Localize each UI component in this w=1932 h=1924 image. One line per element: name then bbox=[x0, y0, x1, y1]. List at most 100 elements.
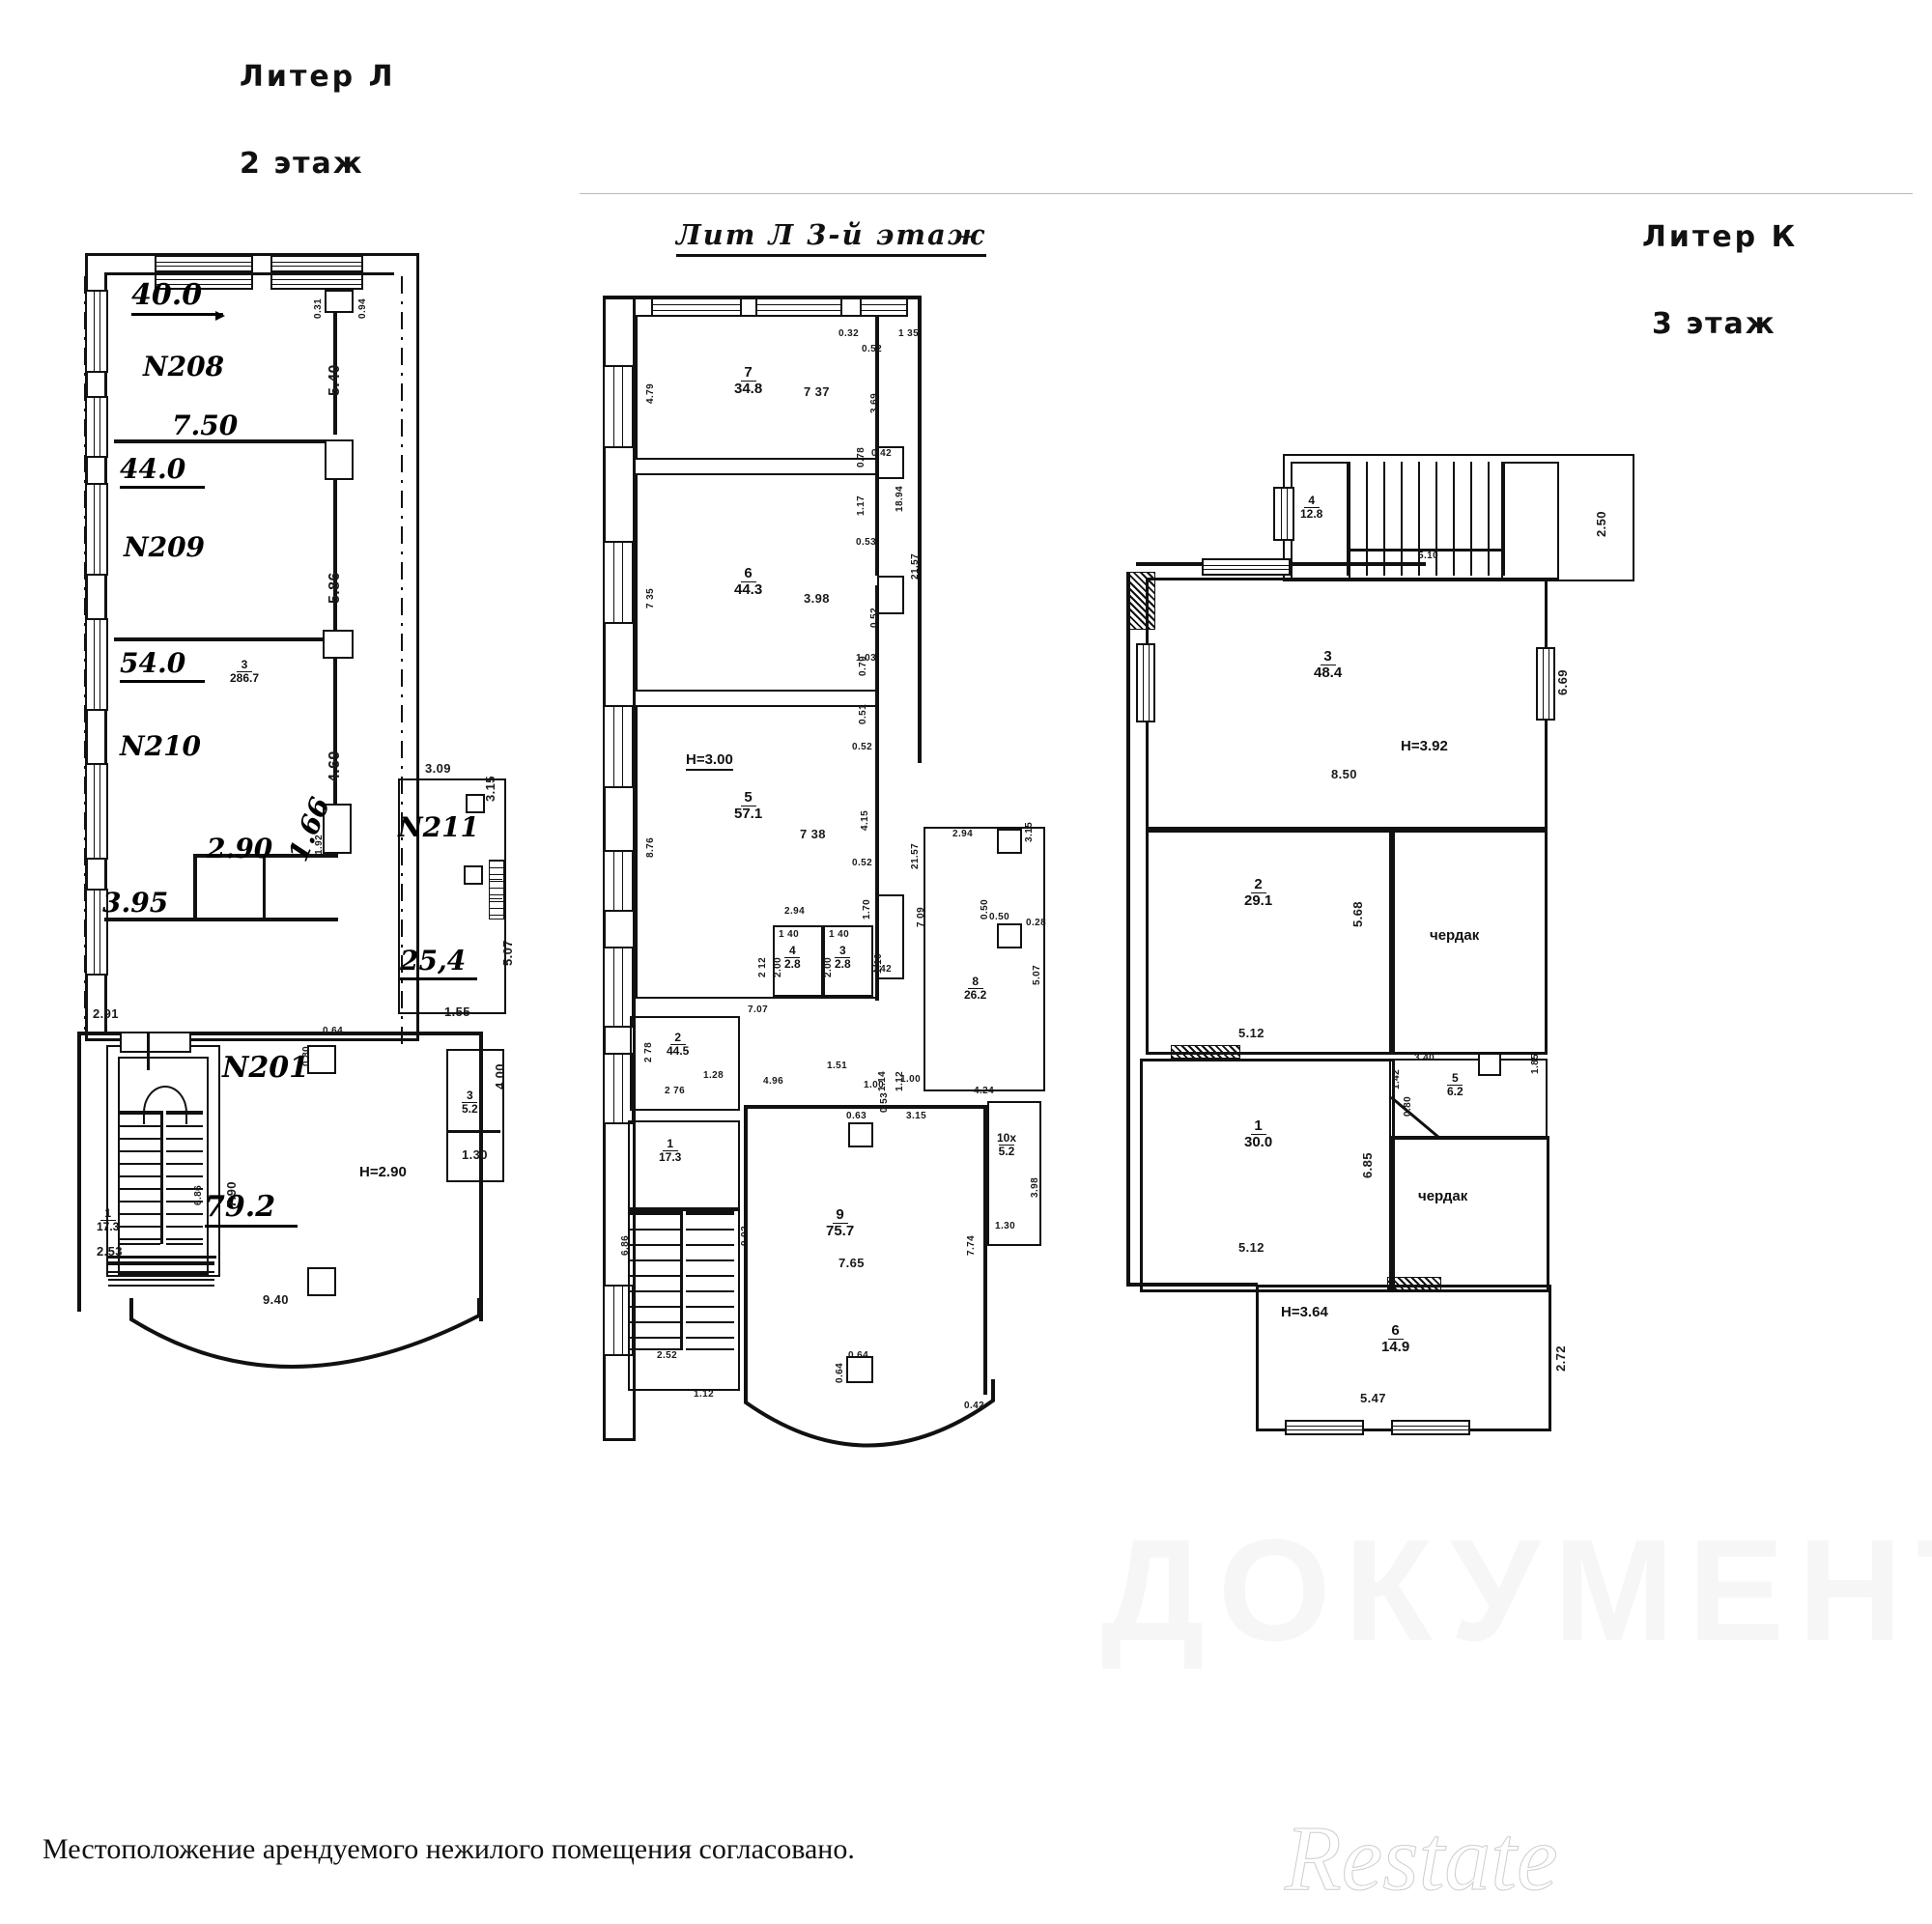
header-divider bbox=[580, 193, 1913, 194]
stair-arch bbox=[143, 1086, 187, 1124]
room-area: 29.1 bbox=[1244, 891, 1273, 909]
middle-dim-765: 7.65 bbox=[838, 1256, 865, 1270]
room-area: 26.2 bbox=[964, 987, 987, 1002]
middle-dim-707: 7.07 bbox=[748, 1004, 769, 1015]
middle-dim-315: 3.15 bbox=[906, 1111, 927, 1121]
middle-room-2-outline bbox=[630, 1016, 740, 1111]
room-number: 10x bbox=[997, 1131, 1017, 1145]
room-number: 3 bbox=[1314, 649, 1342, 665]
right-stair-landing-right bbox=[1501, 462, 1559, 580]
right-room2-outline bbox=[1146, 827, 1395, 1055]
window-211-hatch bbox=[489, 860, 504, 920]
dim-686: 6.86 bbox=[193, 1184, 204, 1205]
room-area: 44.5 bbox=[667, 1043, 690, 1058]
right-window-room3-top bbox=[1202, 558, 1291, 576]
middle-dim-2157b: 21.57 bbox=[910, 842, 921, 869]
middle-dim-737: 7 37 bbox=[804, 384, 830, 399]
middle-dim-2157a: 21.57 bbox=[910, 552, 921, 580]
middle-vent-box-8a bbox=[997, 829, 1022, 854]
middle-dim-479: 4.79 bbox=[645, 382, 656, 404]
room-number: 3 bbox=[230, 659, 259, 672]
middle-dim-315b: 3.15 bbox=[1024, 821, 1035, 842]
middle-dim-709: 7 09 bbox=[916, 906, 926, 927]
room-number: 1 bbox=[659, 1138, 681, 1151]
hand-room-n209: N209 bbox=[124, 531, 206, 563]
stair-steps-left bbox=[120, 1111, 160, 1245]
middle-dim-369: 3.69 bbox=[869, 392, 880, 413]
middle-dim-103: 0.79 bbox=[858, 655, 868, 676]
middle-dim-686: 6.86 bbox=[620, 1234, 631, 1256]
middle-room9-top-wall bbox=[744, 1105, 985, 1109]
right-window-room6-2 bbox=[1391, 1420, 1470, 1435]
right-room-marker-2: 2 29.1 bbox=[1244, 877, 1272, 909]
corridor-wall-left bbox=[193, 854, 197, 921]
left-floor-plan: 40.0 N208 7.50 44.0 N209 54.0 N210 2.90 … bbox=[0, 0, 599, 1739]
room-211-outline bbox=[398, 778, 506, 1014]
middle-window-left-6 bbox=[603, 1053, 634, 1124]
middle-dim-052b: 1.03 bbox=[856, 653, 877, 664]
lower-room-curved-wall bbox=[129, 1298, 481, 1369]
middle-dim-170: 1.70 bbox=[862, 898, 872, 920]
room-area: 57.1 bbox=[734, 805, 763, 822]
middle-room-marker-10x: 10x 5.2 bbox=[997, 1132, 1016, 1157]
right-room3-outline bbox=[1146, 578, 1548, 833]
middle-stair-steps-right bbox=[686, 1211, 734, 1350]
middle-dim-212: 2 12 bbox=[757, 956, 768, 977]
room-area: 12.8 bbox=[1300, 506, 1323, 521]
middle-dim-738: 7 38 bbox=[800, 827, 826, 841]
dim-469: 4.69 bbox=[327, 750, 343, 782]
middle-vent-box-9 bbox=[846, 1356, 873, 1383]
right-outer-left-boundary bbox=[1126, 572, 1130, 1287]
middle-dim-051: 0.52 bbox=[852, 742, 873, 752]
middle-window-top-2 bbox=[755, 297, 842, 317]
middle-room9-curve bbox=[744, 1379, 995, 1448]
middle-dim-028: 0.28 bbox=[1026, 918, 1047, 928]
room-number: 4 bbox=[1300, 495, 1322, 508]
room-area: 17.3 bbox=[97, 1219, 120, 1233]
partition-208-209 bbox=[114, 439, 334, 443]
hand-dim-395: 3.95 bbox=[102, 887, 169, 919]
right-dim-272: 2.72 bbox=[1553, 1345, 1568, 1372]
middle-dim-496: 4.96 bbox=[763, 1076, 784, 1087]
hand-dim-290: 2.90 bbox=[207, 833, 273, 864]
middle-dim-052c: 0.52 bbox=[852, 858, 873, 868]
right-height-note-392: H=3.92 bbox=[1401, 738, 1448, 754]
hand-room-n208: N208 bbox=[143, 351, 225, 382]
dim-586: 5.86 bbox=[327, 572, 343, 604]
middle-room-3-outline bbox=[823, 925, 873, 997]
right-room-marker-3: 3 48.4 bbox=[1314, 649, 1342, 681]
middle-window-left-5 bbox=[603, 947, 634, 1028]
right-attic-2-outline bbox=[1389, 1136, 1549, 1292]
right-stair-steps bbox=[1347, 462, 1505, 576]
room-number: 2 bbox=[1244, 877, 1272, 893]
dim-080: 0.80 bbox=[301, 1045, 312, 1066]
room-area: 17.3 bbox=[659, 1149, 682, 1164]
stair-landing-divider bbox=[160, 1111, 163, 1244]
right-plan-title-floor: 3 этаж bbox=[1652, 307, 1776, 341]
room-area: 44.3 bbox=[734, 580, 763, 598]
middle-dim-276: 2 76 bbox=[665, 1086, 686, 1096]
middle-dim-618: 7 35 bbox=[645, 587, 656, 608]
middle-dim-294: 2.94 bbox=[784, 906, 806, 917]
window-top-1 bbox=[155, 255, 253, 272]
room-number: 8 bbox=[964, 976, 986, 989]
hand-room-n210: N210 bbox=[120, 730, 202, 762]
middle-dim-114: 1.14 bbox=[877, 1070, 888, 1091]
middle-window-top-3 bbox=[860, 297, 908, 317]
middle-room-8-outline bbox=[923, 827, 1045, 1091]
door-box-209 bbox=[325, 439, 354, 480]
partition-209-210 bbox=[114, 637, 334, 641]
middle-dim-151: 1.51 bbox=[827, 1061, 848, 1071]
dim-507: 5.07 bbox=[500, 940, 515, 966]
room-number: 6 bbox=[1381, 1323, 1409, 1340]
stair-door-leaf bbox=[147, 1032, 150, 1070]
middle-dim-140a: 1 40 bbox=[779, 929, 800, 940]
window-left-1 bbox=[85, 290, 108, 373]
lower-room-top-wall bbox=[77, 1032, 483, 1035]
room-number: 2 bbox=[667, 1032, 689, 1045]
right-outer-bottom-boundary bbox=[1126, 1283, 1258, 1287]
right-height-note-364: H=3.64 bbox=[1281, 1304, 1328, 1320]
window-top-2 bbox=[270, 255, 363, 272]
middle-room-marker-2: 2 44.5 bbox=[667, 1032, 689, 1057]
dim-315: 3.15 bbox=[483, 776, 497, 802]
